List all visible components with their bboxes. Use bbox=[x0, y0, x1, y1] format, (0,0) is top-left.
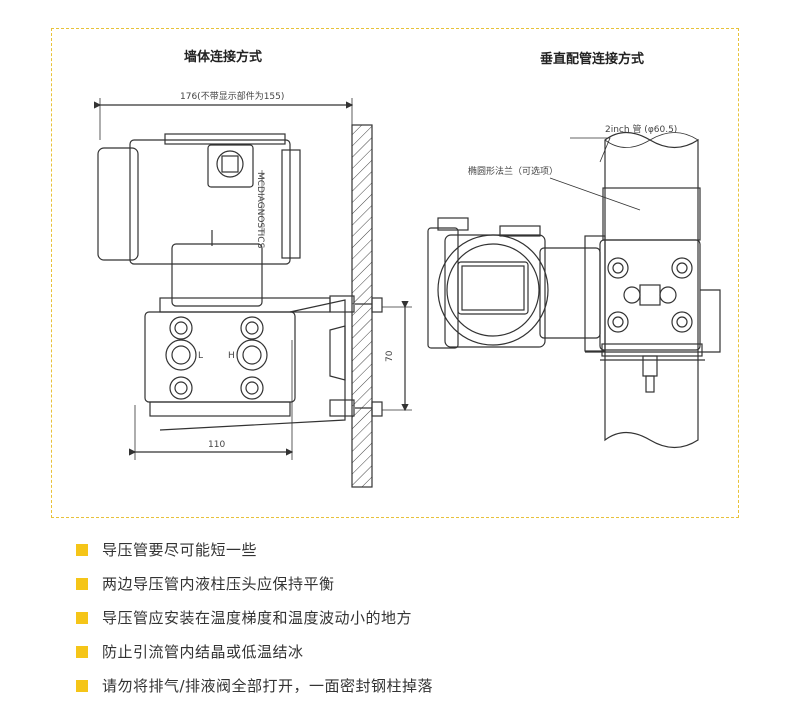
wall-mount-drawing bbox=[94, 98, 412, 488]
note-item: 两边导压管内液柱压头应保持平衡 bbox=[76, 573, 335, 594]
note-text: 两边导压管内液柱压头应保持平衡 bbox=[102, 575, 335, 593]
wall bbox=[351, 124, 373, 488]
note-text: 防止引流管内结晶或低温结冰 bbox=[102, 643, 304, 661]
dim-110-label: 110 bbox=[208, 440, 225, 450]
pipe-mount-title: 垂直配管连接方式 bbox=[540, 52, 645, 67]
dim-width-note: 176(不带显示部件为155) bbox=[180, 90, 284, 102]
note-item: 防止引流管内结晶或低温结冰 bbox=[76, 641, 304, 662]
port-H-label: H bbox=[228, 351, 235, 361]
bullet-square-icon bbox=[76, 611, 88, 624]
pipe-mount-drawing bbox=[427, 131, 721, 449]
note-text: 请勿将排气/排液阀全部打开，一面密封钢柱掉落 bbox=[102, 677, 434, 695]
bullet-square-icon bbox=[76, 645, 88, 658]
port-L-label: L bbox=[198, 351, 203, 361]
flange-label: 椭圆形法兰（可选项） bbox=[468, 165, 558, 177]
note-text: 导压管应安装在温度梯度和温度波动小的地方 bbox=[102, 609, 413, 627]
note-item: 请勿将排气/排液阀全部打开，一面密封钢柱掉落 bbox=[76, 675, 433, 696]
brand-text: MCDIAGNOSTICS bbox=[255, 172, 265, 249]
note-item: 导压管应安装在温度梯度和温度波动小的地方 bbox=[76, 607, 412, 628]
diagram-frame bbox=[51, 28, 739, 518]
pipe-label: 2inch 管 (φ60.5) bbox=[605, 123, 677, 135]
note-text: 导压管要尽可能短一些 bbox=[102, 541, 258, 559]
bullet-square-icon bbox=[76, 577, 88, 590]
bullet-square-icon bbox=[76, 543, 88, 556]
note-item: 导压管要尽可能短一些 bbox=[76, 539, 257, 560]
wall-mount-title: 墙体连接方式 bbox=[184, 50, 263, 65]
dim-70-label: 70 bbox=[385, 350, 395, 362]
bullet-square-icon bbox=[76, 679, 88, 692]
